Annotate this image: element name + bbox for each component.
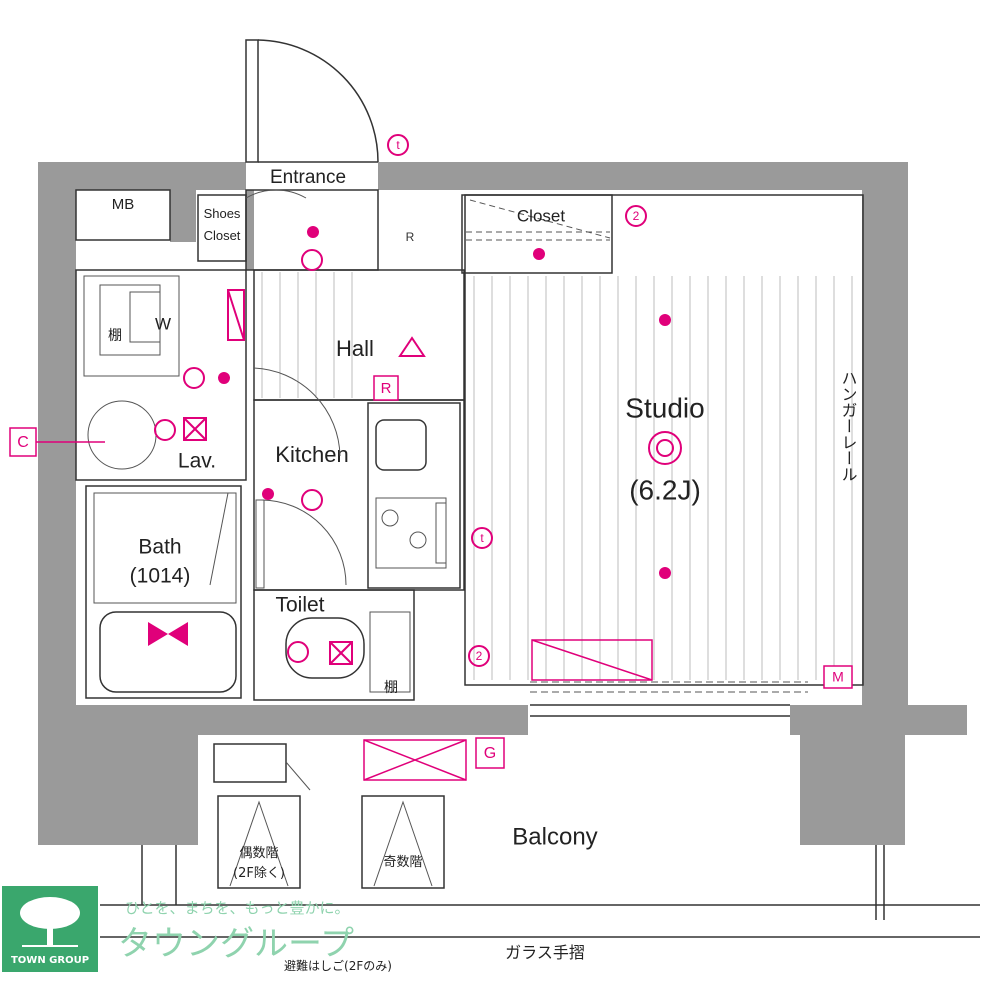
marker-c: C (17, 434, 29, 451)
shoes-closet-label-1: Shoes (204, 206, 241, 221)
studio-label: Studio (625, 392, 704, 423)
marker-r: R (381, 380, 392, 397)
shoes-closet (197, 194, 247, 262)
kitchen-area (253, 399, 465, 591)
marker-labels: C R G M R t t 2 2 (9, 134, 853, 769)
marker-m: M (832, 669, 844, 685)
balcony-label: Balcony (512, 823, 597, 850)
mb-label: MB (112, 196, 135, 213)
marker-2a: 2 (633, 209, 640, 223)
studio-window (530, 639, 808, 717)
entrance-area (245, 39, 379, 271)
marker-t2: t (480, 531, 484, 545)
logo-brand: タウングループ (118, 924, 354, 964)
toilet-area (253, 499, 415, 701)
town-group-logo: TOWN GROUP (2, 886, 98, 972)
evac-ladder-label: 避難はしご(2Fのみ) (284, 958, 392, 973)
hall-label: Hall (336, 336, 374, 361)
marker-r-small: R (406, 230, 415, 244)
bath-label: Bath (138, 536, 181, 559)
studio-floor-stripes (473, 276, 853, 680)
studio-room (464, 194, 864, 686)
glass-rail-label: ガラス手摺 (505, 943, 585, 962)
odd-floor-label: 奇数階 (383, 854, 422, 870)
even-floor-label: 偶数階 (239, 846, 278, 861)
tree-icon (20, 897, 80, 947)
electrical-markers (148, 226, 682, 665)
hanger-rail-label: ハンガーレール (839, 370, 858, 482)
balcony-area (100, 739, 980, 938)
washer-w-label: W (155, 314, 171, 333)
even-floor-note: (2F除く) (233, 866, 285, 881)
toilet-label: Toilet (275, 594, 324, 617)
closet-label: Closet (517, 206, 565, 225)
mb-box (75, 189, 171, 241)
walls (38, 162, 967, 845)
bath-size-label: (1014) (130, 565, 191, 588)
marker-g: G (484, 745, 496, 762)
entrance-label: Entrance (270, 167, 346, 188)
hall-floor-stripes (261, 272, 353, 398)
shelf-label-toilet: 棚 (384, 680, 398, 696)
studio-size-label: (6.2J) (629, 474, 701, 505)
kitchen-label: Kitchen (275, 442, 348, 467)
shoes-closet-label-2: Closet (204, 228, 241, 243)
marker-t1: t (396, 138, 400, 152)
marker-2b: 2 (476, 649, 483, 663)
logo-badge-text: TOWN GROUP (11, 955, 89, 966)
lav-label: Lav. (178, 450, 216, 473)
bath-area (85, 485, 242, 699)
shelf-label-lav: 棚 (108, 328, 122, 344)
logo-tagline: ひとを、まちを、もっと豊かに。 (125, 899, 350, 917)
